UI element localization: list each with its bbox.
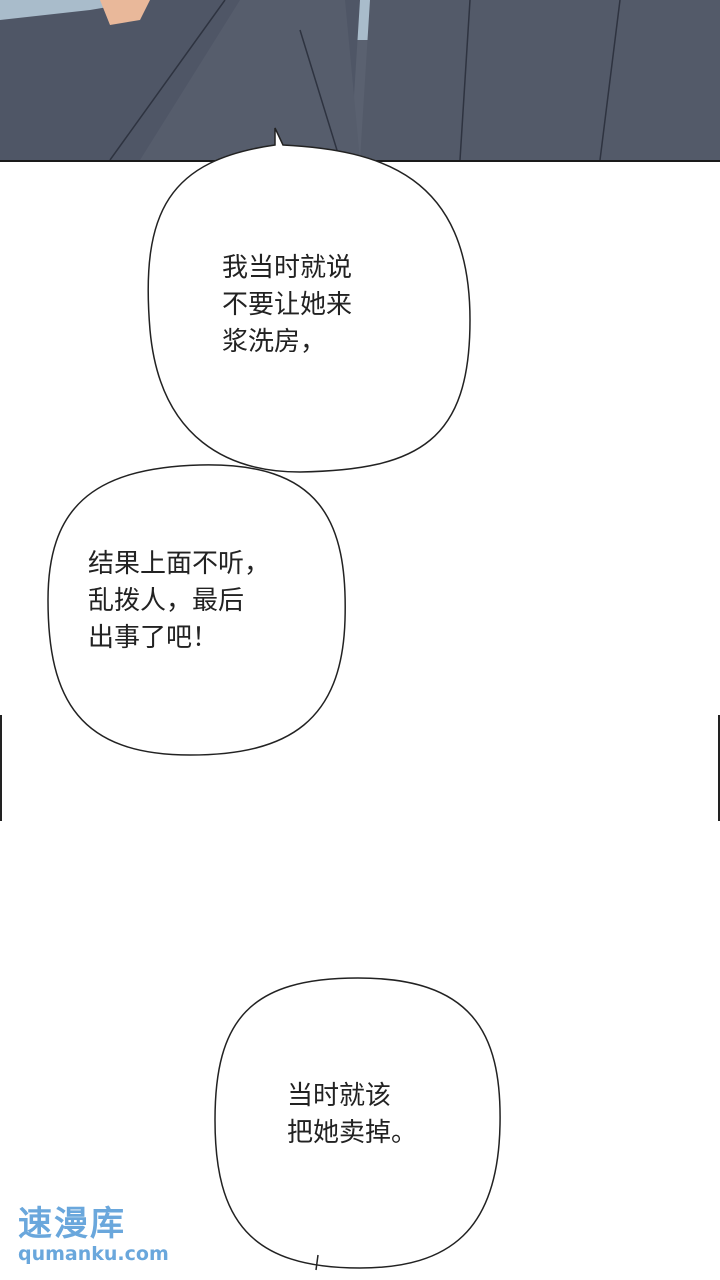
figures-illustration	[0, 0, 720, 160]
panel-edge-mark-left	[0, 715, 2, 821]
panel-edge-mark-right	[718, 715, 720, 821]
bubble-3-text: 当时就该 把她卖掉。	[287, 1081, 418, 1148]
watermark-logo: 速漫库 qumanku.com	[18, 1205, 169, 1265]
bubble-1-text: 我当时就说 不要让她来 浆洗房，	[222, 253, 353, 357]
speech-bubble-2	[47, 464, 346, 756]
speech-bubble-3	[214, 977, 501, 1269]
watermark-url: qumanku.com	[18, 1243, 169, 1265]
comic-panel-characters	[0, 0, 720, 162]
watermark-name: 速漫库	[18, 1204, 126, 1244]
speech-bubble-1	[147, 127, 471, 473]
bubble-2-text: 结果上面不听， 乱拨人，最后 出事了吧！	[88, 549, 271, 653]
